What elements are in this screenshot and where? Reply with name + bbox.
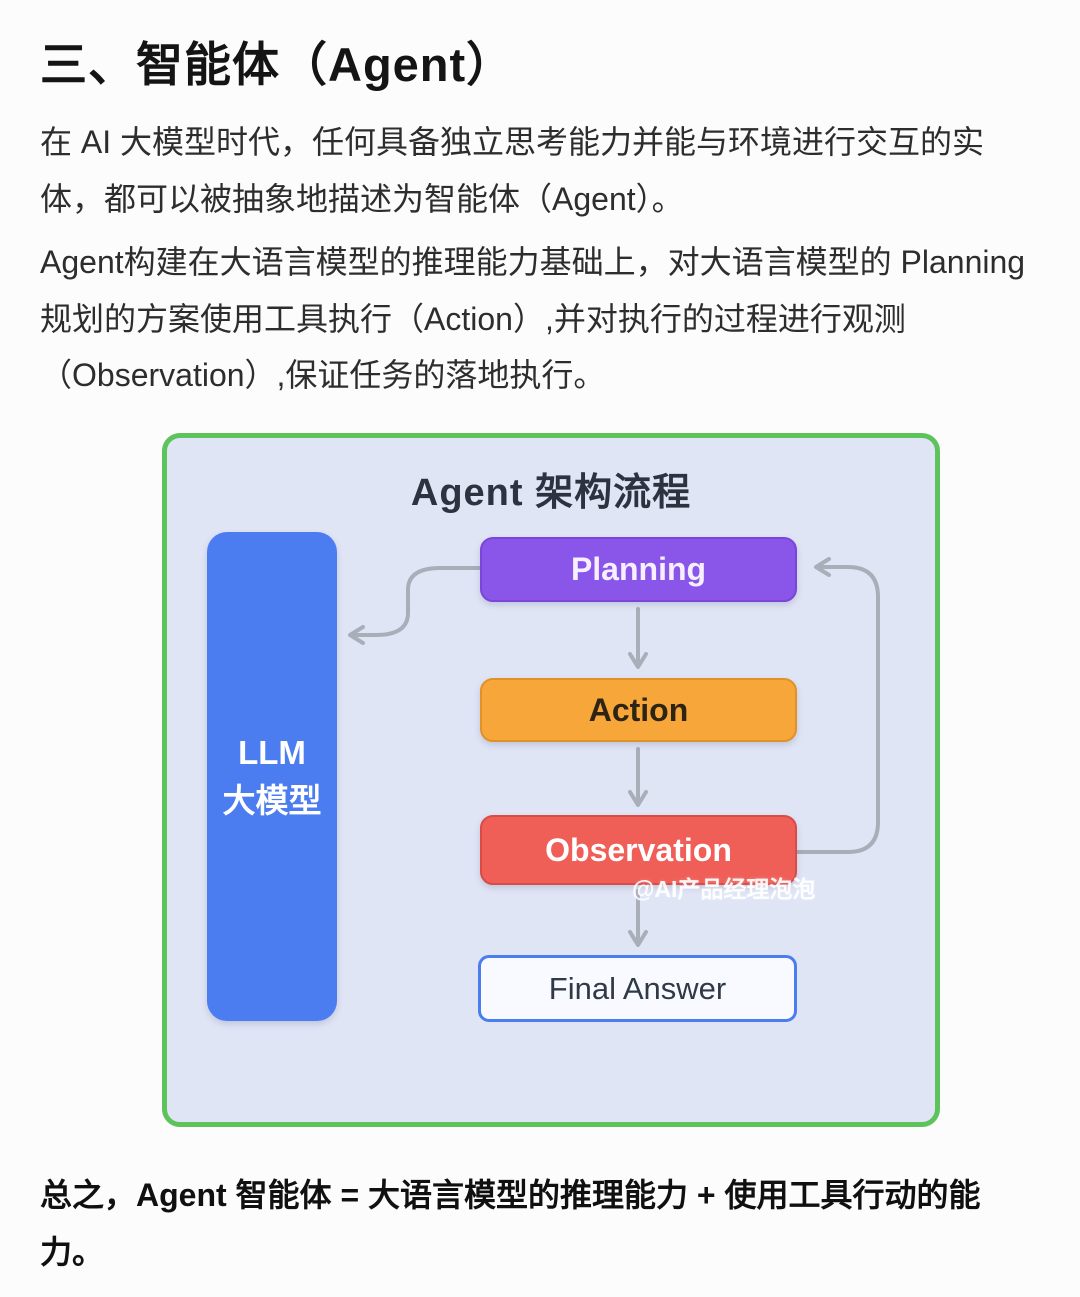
agent-description-line: 规划的方案使用工具执行（Action）,并对执行的过程进行观测 [40, 300, 906, 337]
agent-description-line: （Observation）,保证任务的落地执行。 [40, 357, 606, 393]
node-planning: Planning [480, 537, 797, 602]
action-label: Action [588, 691, 689, 728]
node-action: Action [480, 678, 797, 742]
arrow-observation-to-planning [795, 557, 880, 854]
agent-description-paragraph: Agent构建在大语言模型的推理能力基础上，对大语言模型的 Planning 规… [40, 234, 1025, 404]
agent-flow-diagram: Agent 架构流程 LLM 大模型 Planning [162, 433, 940, 1127]
intro-paragraph-line: 在 AI 大模型时代，任何具备独立思考能力并能与环境进行交互的实 [40, 124, 985, 160]
observation-label: Observation [545, 831, 732, 868]
author-watermark: @AI产品经理泡泡 [632, 876, 816, 902]
page-title: 三、智能体（Agent） [40, 38, 515, 91]
intro-paragraph: 在 AI 大模型时代，任何具备独立思考能力并能与环境进行交互的实 体，都可以被抽… [40, 114, 984, 227]
conclusion-line: 力。 [40, 1233, 105, 1270]
diagram-title: Agent 架构流程 [410, 472, 692, 514]
final-answer-label: Final Answer [548, 970, 727, 1006]
llm-label-line2: 大模型 [222, 781, 322, 819]
node-final-answer: Final Answer [478, 955, 797, 1022]
node-llm: LLM 大模型 [207, 532, 337, 1021]
planning-label: Planning [570, 551, 707, 587]
arrow-planning-to-llm [348, 566, 482, 645]
intro-paragraph-line: 体，都可以被抽象地描述为智能体（Agent）。 [40, 180, 684, 217]
node-observation: Observation [480, 815, 797, 885]
agent-description-line: Agent构建在大语言模型的推理能力基础上，对大语言模型的 Planning [40, 244, 1026, 280]
conclusion-paragraph: 总之，Agent 智能体 = 大语言模型的推理能力 + 使用工具行动的能 力。 [40, 1167, 981, 1280]
llm-label-line1: LLM [238, 733, 306, 771]
conclusion-line: 总之，Agent 智能体 = 大语言模型的推理能力 + 使用工具行动的能 [40, 1177, 981, 1213]
